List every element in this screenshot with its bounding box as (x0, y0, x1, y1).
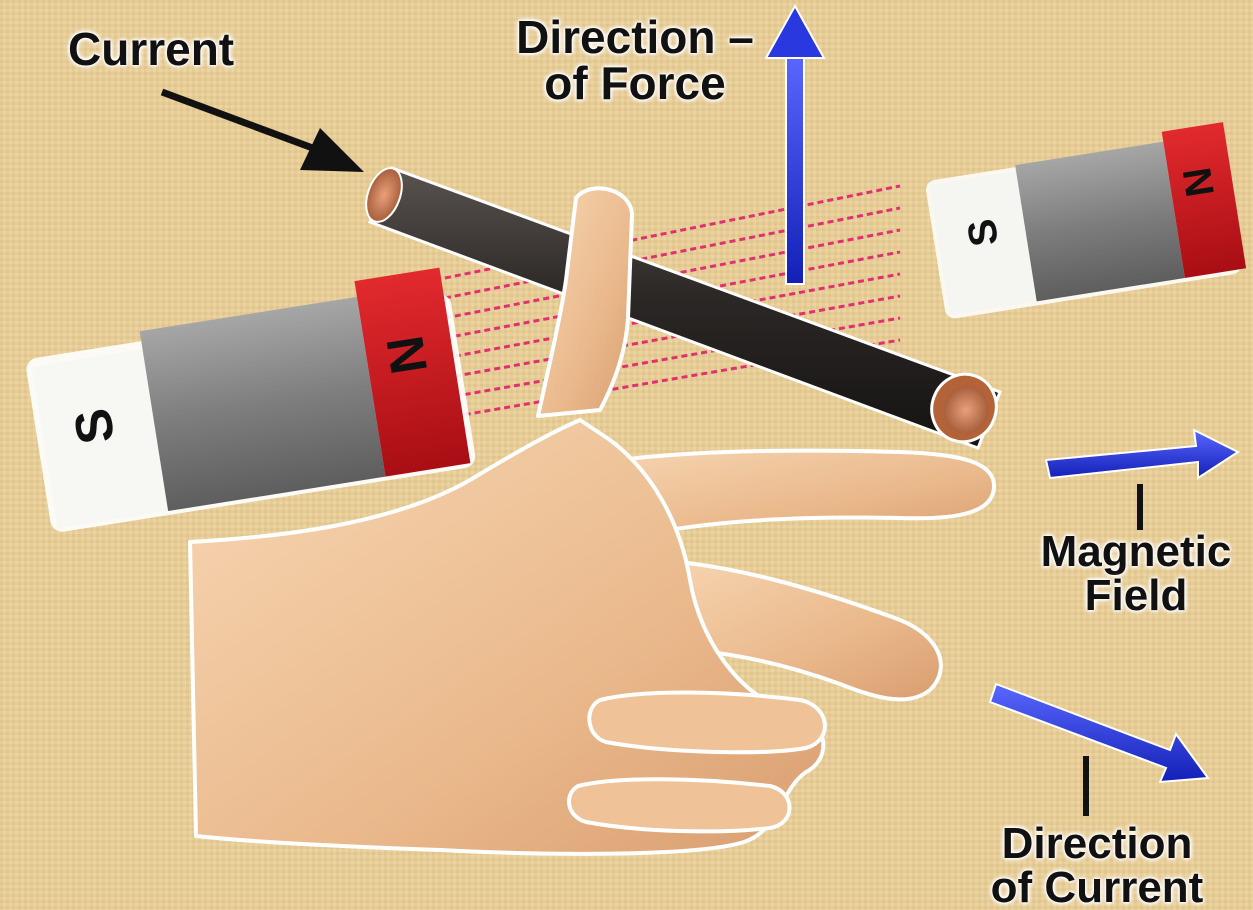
thumb (536, 186, 634, 418)
current-pointer-arrow (160, 88, 364, 172)
direction-of-current-line-2: of Current (990, 863, 1204, 910)
magnetic-field-line-1: Magnetic (1040, 527, 1232, 576)
force-arrow (764, 3, 826, 285)
left-magnet: S N (26, 267, 476, 532)
magnetic-field-label: Magnetic Field (1022, 530, 1250, 618)
left-magnet-north-label: N (376, 332, 439, 378)
direction-of-current-label: Direction of Current (965, 822, 1229, 910)
folded-little-finger (567, 777, 792, 834)
direction-of-force-label: Direction – of Force (490, 14, 780, 106)
right-magnet-north-label: N (1175, 164, 1223, 199)
folded-ring-finger (587, 690, 827, 755)
copper-core (943, 386, 989, 434)
direction-of-force-line-2: of Force (544, 57, 726, 109)
middle-finger (638, 558, 943, 702)
direction-of-current-line-1: Direction (1001, 819, 1193, 868)
wire-end-near (365, 167, 403, 223)
magnetic-field-arrow (1044, 428, 1241, 530)
wire (365, 166, 1002, 450)
left-hand (188, 186, 997, 856)
current-label: Current (68, 23, 235, 75)
magnetic-field-line-2: Field (1084, 571, 1188, 620)
current-direction-arrow (988, 682, 1210, 816)
direction-of-force-line-1: Direction – (516, 11, 754, 63)
right-magnet: S N (926, 122, 1247, 319)
